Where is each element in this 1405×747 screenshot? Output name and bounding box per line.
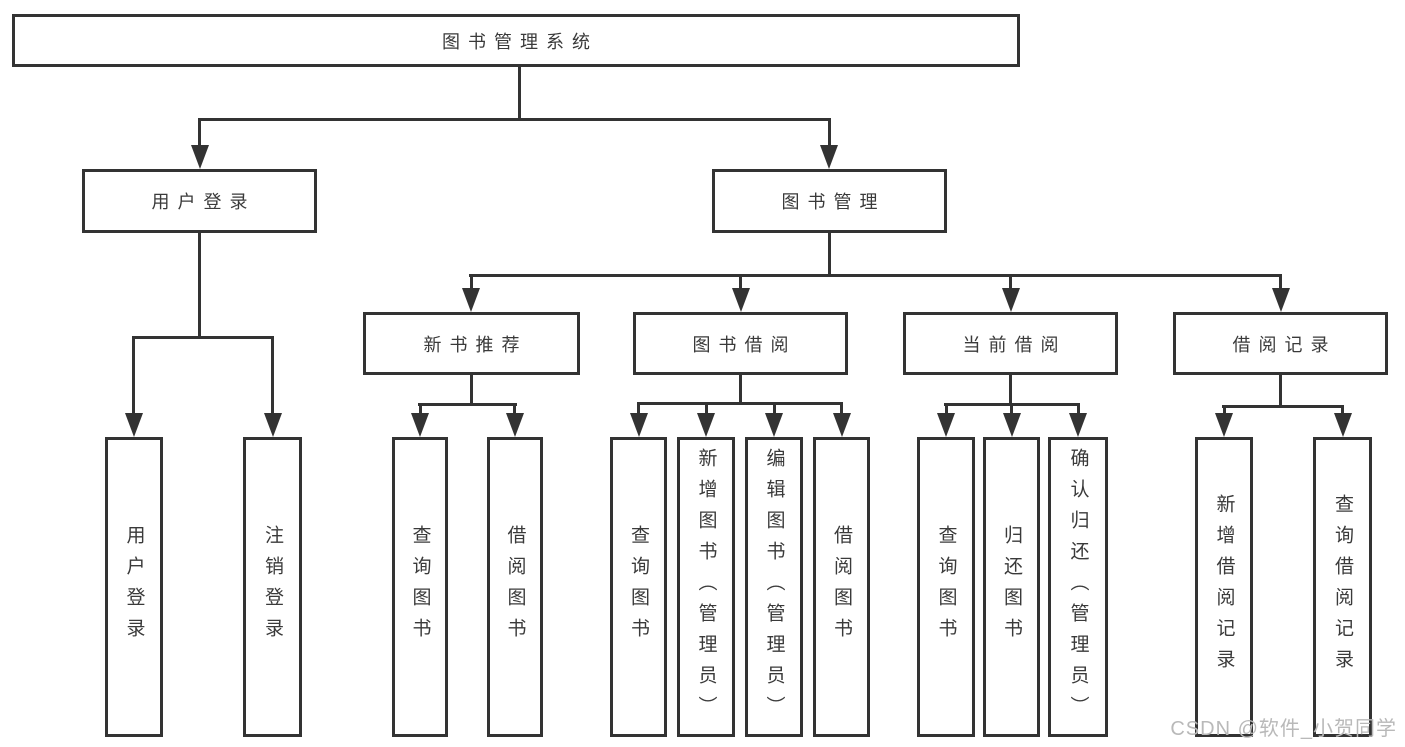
leaf-bb-add-books-admin: 新增图书（管理员） <box>677 437 735 737</box>
arrow-down-icon <box>191 145 209 169</box>
node-label: 新书推荐 <box>423 334 528 355</box>
node-book-management: 图书管理 <box>712 169 947 233</box>
leaf-cb-query-books: 查询图书 <box>917 437 975 737</box>
leaf-cb-return-books: 归还图书 <box>983 437 1040 737</box>
connector-line <box>1009 375 1012 406</box>
connector-line <box>1222 405 1344 408</box>
node-label: 用户登录 <box>151 192 256 212</box>
arrow-down-icon <box>697 413 715 437</box>
connector-line <box>739 274 742 291</box>
node-label: 用户登录 <box>123 525 145 649</box>
connector-line <box>513 403 516 416</box>
leaf-nbr-query-books: 查询图书 <box>392 437 448 737</box>
leaf-br-query-record: 查询借阅记录 <box>1313 437 1372 737</box>
connector-line <box>1010 403 1013 416</box>
connector-line <box>739 375 742 405</box>
arrow-down-icon <box>820 145 838 169</box>
arrow-down-icon <box>1003 413 1021 437</box>
connector-line <box>773 402 776 416</box>
arrow-down-icon <box>506 413 524 437</box>
leaf-bb-borrow-books: 借阅图书 <box>813 437 870 737</box>
node-label: 查询图书 <box>628 525 649 649</box>
node-label: 查询图书 <box>935 525 957 649</box>
node-label: 查询图书 <box>409 525 431 649</box>
connector-line <box>705 402 708 416</box>
leaf-logout: 注销登录 <box>243 437 302 737</box>
arrow-down-icon <box>1069 413 1087 437</box>
node-label: 新增借阅记录 <box>1213 494 1235 680</box>
arrow-down-icon <box>1002 288 1020 312</box>
connector-line <box>840 402 843 416</box>
node-label: 图书管理系统 <box>442 31 598 52</box>
arrow-down-icon <box>264 413 282 437</box>
connector-line <box>945 403 948 416</box>
connector-line <box>198 118 831 121</box>
node-label: 当前借阅 <box>962 334 1067 355</box>
connector-line <box>1279 274 1282 291</box>
connector-line <box>469 274 1282 277</box>
arrow-down-icon <box>765 413 783 437</box>
connector-line <box>1341 405 1344 416</box>
node-current-borrowing: 当前借阅 <box>903 312 1118 375</box>
node-label: 查询借阅记录 <box>1332 494 1353 680</box>
node-user-login-branch: 用户登录 <box>82 169 317 233</box>
arrow-down-icon <box>1334 413 1352 437</box>
node-label: 归还图书 <box>1001 525 1022 649</box>
connector-line <box>198 233 201 339</box>
leaf-bb-edit-books-admin: 编辑图书（管理员） <box>745 437 803 737</box>
connector-line <box>1009 274 1012 291</box>
leaf-cb-confirm-return-admin: 确认归还（管理员） <box>1048 437 1108 737</box>
connector-line <box>418 403 517 406</box>
connector-line <box>470 375 473 406</box>
node-label: 图书借阅 <box>692 334 797 355</box>
arrow-down-icon <box>1215 413 1233 437</box>
leaf-br-add-record: 新增借阅记录 <box>1195 437 1253 737</box>
connector-line <box>1279 375 1282 408</box>
node-label: 确认归还（管理员） <box>1067 447 1089 727</box>
node-label: 借阅图书 <box>831 525 852 649</box>
connector-line <box>470 274 473 291</box>
arrow-down-icon <box>630 413 648 437</box>
arrow-down-icon <box>1272 288 1290 312</box>
leaf-user-login: 用户登录 <box>105 437 163 737</box>
arrow-down-icon <box>937 413 955 437</box>
connector-line <box>637 402 843 405</box>
arrow-down-icon <box>411 413 429 437</box>
connector-line <box>518 67 521 121</box>
connector-line <box>419 403 422 416</box>
node-library-system: 图书管理系统 <box>12 14 1020 67</box>
connector-line <box>1077 403 1080 416</box>
node-new-book-recommend: 新书推荐 <box>363 312 580 375</box>
leaf-bb-query-books: 查询图书 <box>610 437 667 737</box>
leaf-nbr-borrow-books: 借阅图书 <box>487 437 543 737</box>
connector-line <box>828 233 831 277</box>
arrow-down-icon <box>125 413 143 437</box>
arrow-down-icon <box>462 288 480 312</box>
watermark-text: CSDN @软件_小贺同学 <box>1170 718 1397 740</box>
connector-line <box>1223 405 1226 416</box>
connector-line <box>271 336 274 416</box>
connector-line <box>198 118 201 148</box>
connector-line <box>132 336 135 416</box>
connector-line <box>637 402 640 416</box>
node-label: 注销登录 <box>262 525 283 649</box>
node-label: 图书管理 <box>781 192 886 212</box>
node-label: 新增图书（管理员） <box>695 447 717 727</box>
node-book-borrowing: 图书借阅 <box>633 312 848 375</box>
node-borrowing-records: 借阅记录 <box>1173 312 1388 375</box>
connector-line <box>828 118 831 148</box>
node-label: 编辑图书（管理员） <box>763 447 785 727</box>
arrow-down-icon <box>732 288 750 312</box>
node-label: 借阅记录 <box>1232 334 1337 355</box>
arrow-down-icon <box>833 413 851 437</box>
node-label: 借阅图书 <box>504 525 526 649</box>
connector-line <box>132 336 274 339</box>
